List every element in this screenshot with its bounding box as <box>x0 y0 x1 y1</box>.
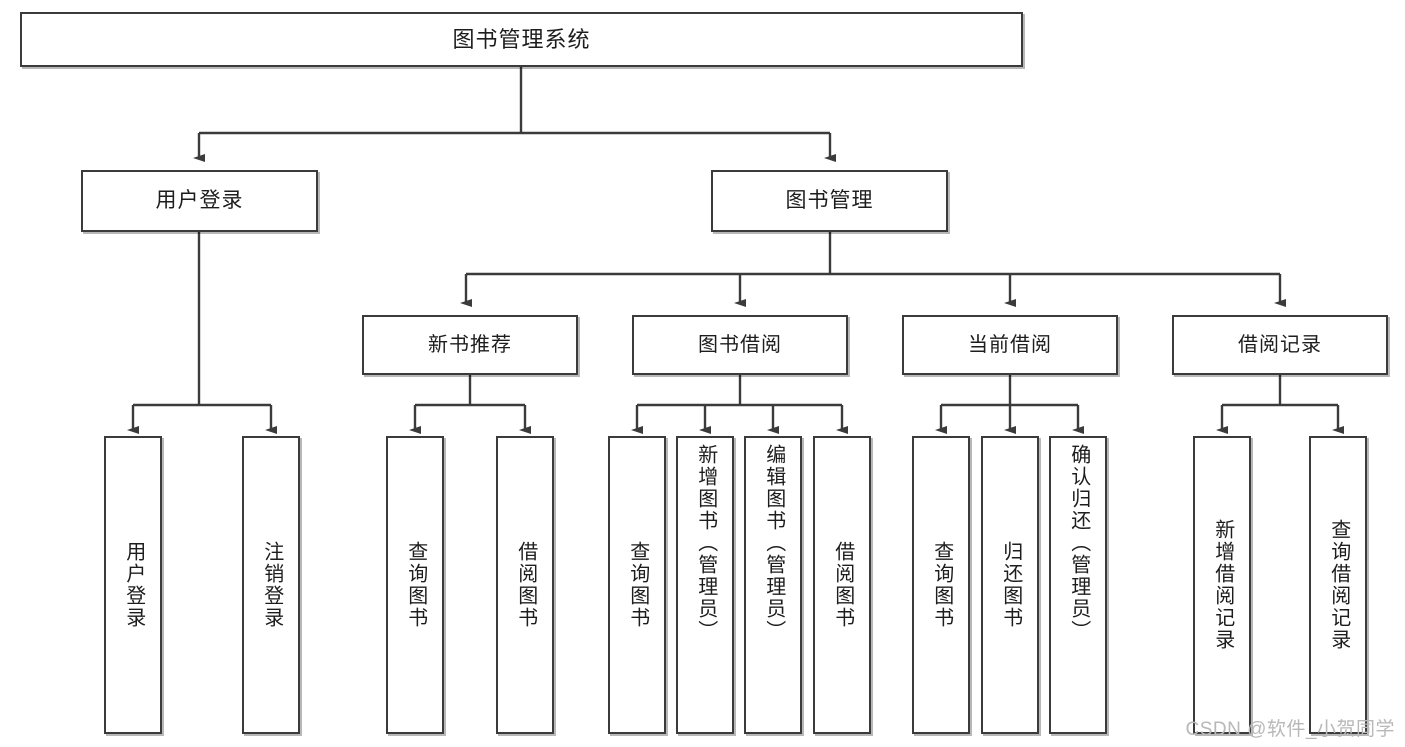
watermark: CSDN @软件_小贺同学 <box>1185 719 1395 740</box>
leaf-label: 新增图书（管理员） <box>694 444 717 642</box>
leaf-label: 查询图书 <box>404 541 427 629</box>
leaf-label: 编辑图书（管理员） <box>762 444 785 642</box>
leaf-label: 归还图书 <box>999 541 1022 629</box>
leaf-book-borrow-add-book-admin[interactable]: 新增图书（管理员） <box>676 436 734 734</box>
leaf-label: 用户登录 <box>122 541 145 629</box>
node-label: 借阅记录 <box>1238 333 1322 356</box>
node-label: 图书借阅 <box>698 333 782 356</box>
leaf-borrow-record-add-record[interactable]: 新增借阅记录 <box>1193 436 1251 734</box>
node-borrow-record[interactable]: 借阅记录 <box>1172 315 1388 375</box>
leaf-borrow-record-query-record[interactable]: 查询借阅记录 <box>1309 436 1367 734</box>
node-label: 用户登录 <box>155 188 244 212</box>
node-new-book-recommend[interactable]: 新书推荐 <box>362 315 578 375</box>
leaf-label: 借阅图书 <box>831 541 854 629</box>
leaf-label: 查询借阅记录 <box>1327 519 1350 651</box>
node-book-borrow[interactable]: 图书借阅 <box>632 315 848 375</box>
node-label: 新书推荐 <box>428 333 512 356</box>
leaf-current-borrow-query-book[interactable]: 查询图书 <box>912 436 970 734</box>
leaf-new-book-borrow-book[interactable]: 借阅图书 <box>496 436 554 734</box>
leaf-label: 查询图书 <box>626 541 649 629</box>
leaf-user-login-logout[interactable]: 注销登录 <box>242 436 300 734</box>
leaf-label: 新增借阅记录 <box>1211 519 1234 651</box>
leaf-book-borrow-query-book[interactable]: 查询图书 <box>608 436 666 734</box>
leaf-label: 注销登录 <box>260 541 283 629</box>
leaf-label: 查询图书 <box>930 541 953 629</box>
node-label: 当前借阅 <box>968 333 1052 356</box>
leaf-user-login-login[interactable]: 用户登录 <box>104 436 162 734</box>
leaf-label: 确认归还（管理员） <box>1067 444 1090 642</box>
node-root-book-management-system[interactable]: 图书管理系统 <box>20 12 1023 67</box>
leaf-current-borrow-confirm-return-admin[interactable]: 确认归还（管理员） <box>1049 436 1107 734</box>
leaf-book-borrow-borrow-book[interactable]: 借阅图书 <box>813 436 871 734</box>
node-current-borrow[interactable]: 当前借阅 <box>902 315 1118 375</box>
node-label: 图书管理 <box>785 188 874 212</box>
leaf-label: 借阅图书 <box>514 541 537 629</box>
node-label: 图书管理系统 <box>452 26 591 52</box>
node-user-login[interactable]: 用户登录 <box>81 170 318 232</box>
leaf-new-book-query-book[interactable]: 查询图书 <box>386 436 444 734</box>
node-book-management[interactable]: 图书管理 <box>711 170 948 232</box>
leaf-book-borrow-edit-book-admin[interactable]: 编辑图书（管理员） <box>744 436 802 734</box>
leaf-current-borrow-return-book[interactable]: 归还图书 <box>981 436 1039 734</box>
